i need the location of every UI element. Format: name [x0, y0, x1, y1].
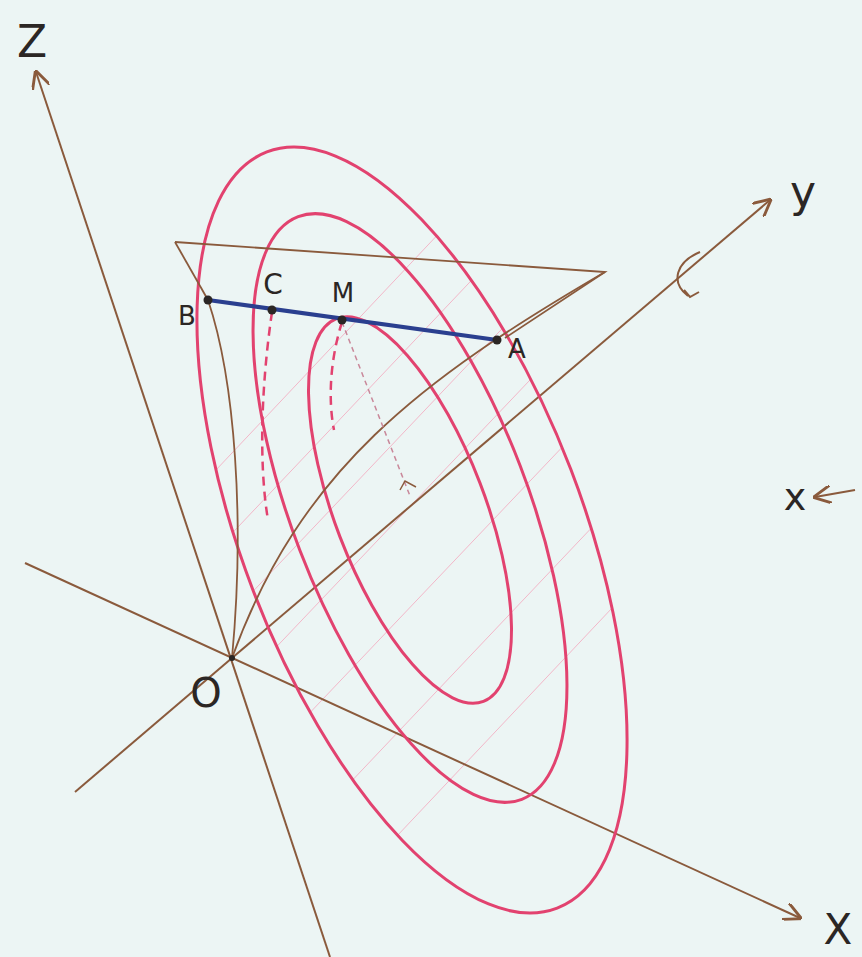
- point-label: A: [508, 336, 526, 362]
- point-label: C: [263, 271, 283, 299]
- segment-ab: [208, 300, 497, 340]
- axis-label: X: [824, 909, 853, 951]
- origin-label: O: [190, 673, 221, 713]
- perpendicular: [342, 322, 416, 496]
- axis-label: Z: [17, 20, 47, 64]
- surface-outline: [175, 242, 605, 658]
- hidden-curves: [262, 312, 342, 520]
- points: [204, 296, 502, 662]
- ellipses: [108, 91, 716, 957]
- point-label: B: [178, 303, 196, 329]
- hatching: [150, 20, 780, 957]
- axis-label: y: [790, 170, 816, 214]
- axes: [25, 72, 855, 957]
- point-label: M: [332, 280, 354, 306]
- view-direction-label: x: [784, 478, 807, 516]
